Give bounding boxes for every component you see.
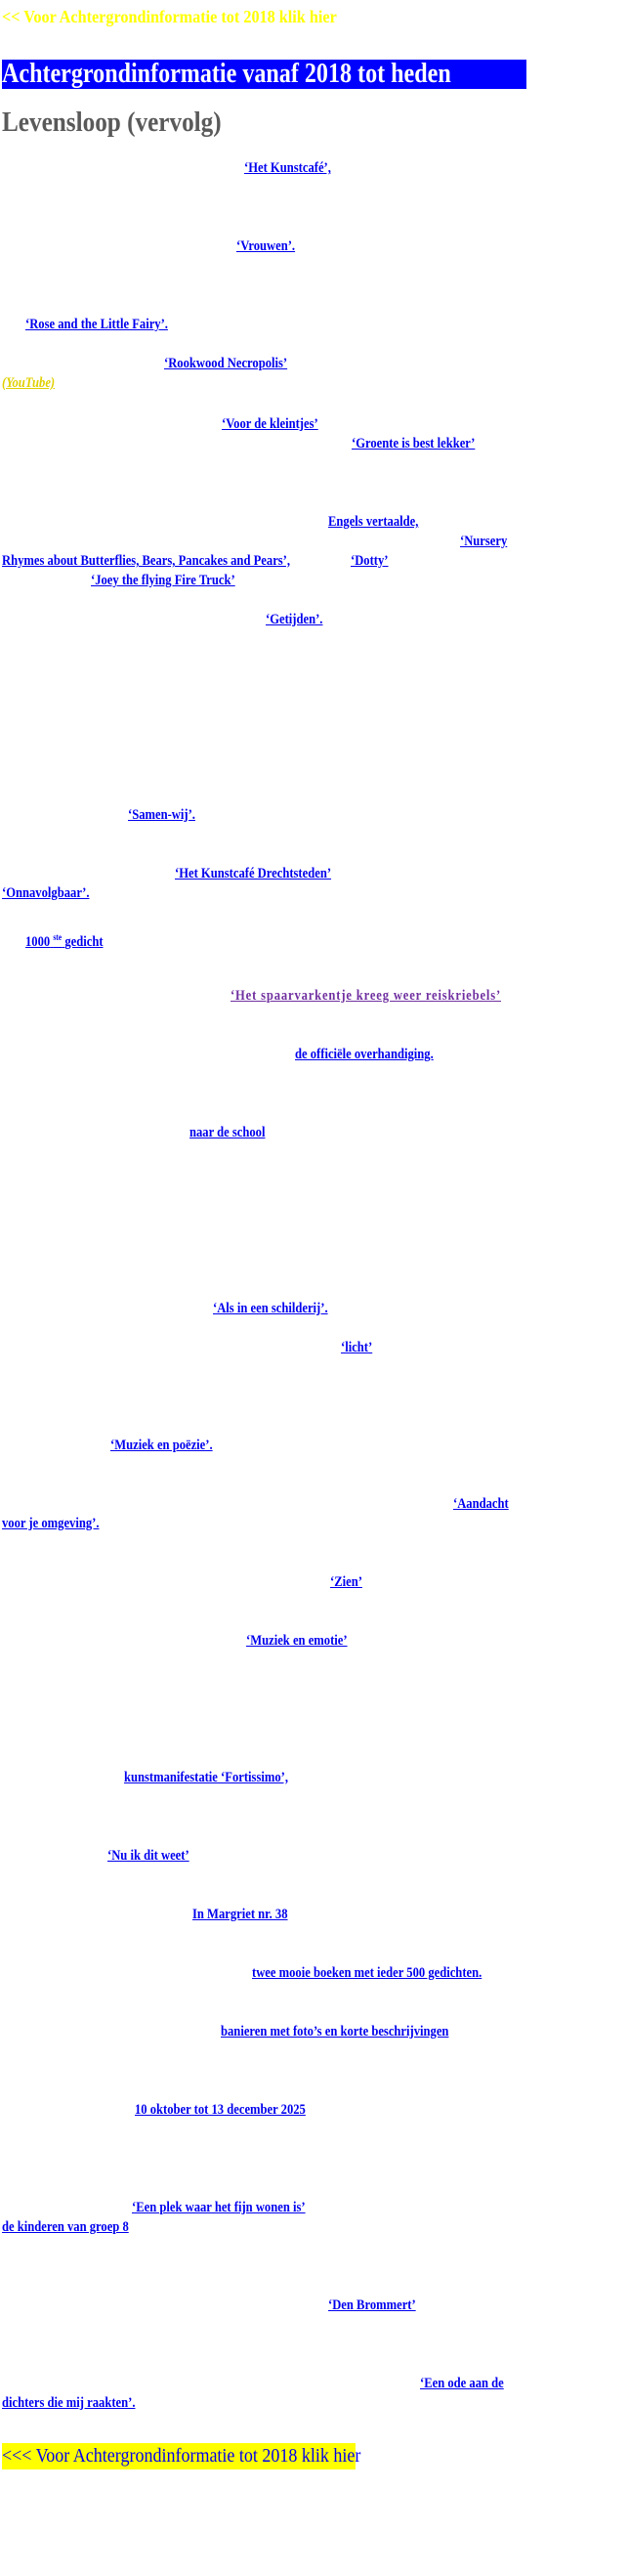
link-muziek-en-emotie[interactable]: ‘Muziek en emotie’	[246, 1633, 348, 1649]
link-youtube[interactable]: (YouTube)	[2, 375, 56, 391]
link-zien[interactable]: ‘Zien’	[330, 1574, 362, 1590]
link-banieren[interactable]: banieren met foto’s en korte beschrijvin…	[221, 2024, 449, 2039]
link-voor-de-kleintjes[interactable]: ‘Voor de kleintjes’	[222, 416, 318, 432]
link-samen-wij[interactable]: ‘Samen-wij’.	[128, 807, 195, 823]
link-spaarvarkentje[interactable]: ‘Het spaarvarkentje kreeg weer reiskrieb…	[231, 988, 502, 1004]
previous-period-link-bottom[interactable]: <<< Voor Achtergrondinformatie tot 2018 …	[2, 2443, 360, 2469]
page-title-text: Achtergrondinformatie vanaf 2018 tot hed…	[2, 59, 451, 89]
link-nursery-rhymes[interactable]: ‘Nursery	[460, 534, 508, 549]
link-1000ste-gedicht[interactable]: 1000 ste gedicht	[25, 928, 104, 951]
link-margriet-38[interactable]: In Margriet nr. 38	[192, 1907, 288, 1922]
link-1000-suffix: ste	[53, 932, 63, 942]
link-officiele-overhandiging[interactable]: de officiële overhandiging.	[295, 1047, 434, 1062]
link-ode-aan-de-dichters-cont[interactable]: dichters die mij raakten’.	[2, 2395, 136, 2411]
link-getijden[interactable]: ‘Getijden’.	[266, 612, 323, 627]
link-fortissimo[interactable]: kunstmanifestatie ‘Fortissimo’,	[124, 1770, 288, 1785]
previous-period-link-bottom-text: <<< Voor Achtergrondinformatie tot 2018 …	[2, 2445, 361, 2467]
link-vrouwen[interactable]: ‘Vrouwen’.	[236, 238, 296, 254]
link-1000-number: 1000	[25, 934, 51, 950]
link-engels-vertaalde[interactable]: Engels vertaalde,	[328, 514, 419, 530]
link-kinderen-groep-8[interactable]: de kinderen van groep 8	[2, 2219, 129, 2235]
link-1000-gedicht: gedicht	[64, 934, 104, 950]
link-onnavolgbaar[interactable]: ‘Onnavolgbaar’.	[2, 885, 90, 901]
link-nu-ik-dit-weet[interactable]: ‘Nu ik dit weet’	[107, 1848, 189, 1864]
link-ode-aan-de-dichters[interactable]: ‘Een ode aan de	[420, 2376, 504, 2391]
link-twee-boeken[interactable]: twee mooie boeken met ieder 500 gedichte…	[252, 1965, 482, 1981]
link-muziek-en-poezie[interactable]: ‘Muziek en poëzie’.	[110, 1438, 213, 1453]
link-als-in-een-schilderij[interactable]: ‘Als in een schilderij’.	[213, 1301, 328, 1316]
link-aandacht[interactable]: ‘Aandacht	[453, 1496, 509, 1512]
link-rookwood-necropolis[interactable]: ‘Rookwood Necropolis’	[164, 356, 288, 371]
link-kunstcafe-drechtsteden[interactable]: ‘Het Kunstcafé Drechtsteden’	[175, 866, 332, 881]
link-naar-de-school[interactable]: naar de school	[189, 1125, 266, 1140]
section-heading: Levensloop (vervolg)	[2, 107, 222, 138]
link-tentoonstelling-datum[interactable]: 10 oktober tot 13 december 2025	[135, 2102, 306, 2118]
link-aandacht-cont[interactable]: voor je omgeving’.	[2, 1516, 100, 1531]
link-nursery-rhymes-cont[interactable]: Rhymes about Butterflies, Bears, Pancake…	[2, 553, 291, 569]
page-title: Achtergrondinformatie vanaf 2018 tot hed…	[2, 60, 526, 89]
previous-period-link-top[interactable]: << Voor Achtergrondinformatie tot 2018 k…	[2, 7, 337, 26]
link-dotty[interactable]: ‘Dotty’	[351, 553, 389, 569]
link-licht[interactable]: ‘licht’	[341, 1340, 373, 1355]
link-rose-little-fairy[interactable]: ‘Rose and the Little Fairy’.	[25, 317, 168, 332]
link-kunstcafe[interactable]: ‘Het Kunstcafé’,	[244, 160, 331, 176]
link-groente-lekker[interactable]: ‘Groente is best lekker’	[352, 436, 476, 451]
link-joey-fire-truck[interactable]: ‘Joey the flying Fire Truck’	[91, 573, 235, 588]
link-een-plek-fijn-wonen[interactable]: ‘Een plek waar het fijn wonen is’	[132, 2200, 306, 2215]
link-den-brommert[interactable]: ‘Den Brommert’	[328, 2297, 416, 2313]
